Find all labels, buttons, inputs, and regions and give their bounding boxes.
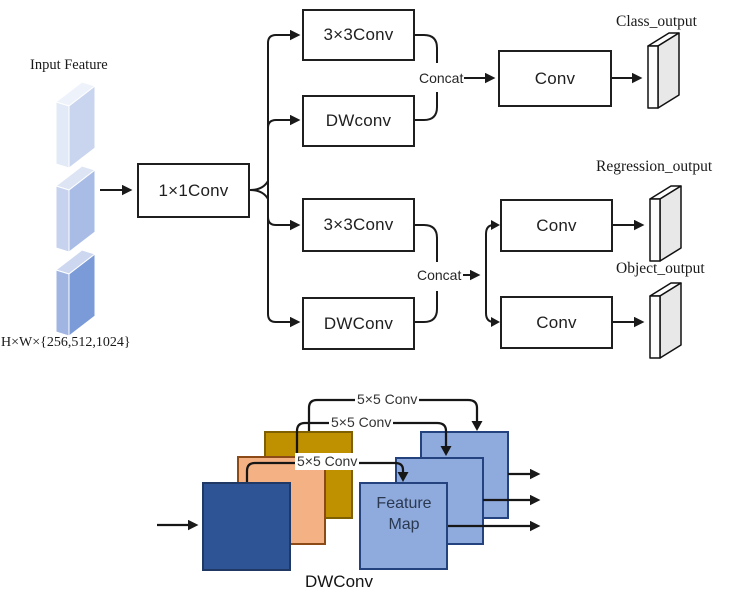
input-dims-label: H×W×{256,512,1024} (1, 335, 131, 350)
reg-dwconv-box: DWConv (302, 297, 415, 350)
dwconv-caption: DWConv (304, 572, 373, 591)
conv5x5-label-2: 5×5 Conv (329, 414, 394, 431)
reg-conv-box: Conv (500, 199, 613, 252)
object-slab-front (649, 295, 661, 359)
concat-top-label: Concat (419, 70, 464, 86)
regression-output-slab (649, 185, 682, 262)
object-output-slab (649, 282, 682, 359)
line-darkblue-to-conv3 (245, 461, 297, 482)
feature-map-line1: Feature (376, 495, 432, 512)
head-wiring (100, 29, 645, 328)
arrow-to-dwconv-bottom (267, 313, 301, 328)
conv1x1-box: 1×1Conv (137, 163, 250, 218)
regression-slab-front (649, 198, 661, 262)
class-slab-side (657, 32, 680, 109)
line-gold-to-conv1 (307, 398, 356, 431)
feature-map-square (359, 482, 448, 570)
class-slab-front (647, 45, 659, 109)
dwconv-wiring (157, 398, 541, 532)
regression-output-label: Regression_output (596, 158, 713, 175)
arrow-to-conv3x3-top (267, 29, 301, 44)
arrowhead-to-conv-regression (491, 220, 500, 230)
feature-map-label: Feature Map (361, 493, 447, 535)
line-conv1-to-back-square (412, 398, 479, 421)
reg-conv3x3-box: 3×3Conv (302, 198, 415, 252)
concat-bottom-bracket-upper (415, 224, 438, 262)
input-feature-label: Input Feature (30, 57, 108, 73)
class-output-slab (647, 32, 680, 109)
line-conv2-to-middle-square (388, 421, 448, 446)
slab1-front-face (55, 101, 70, 169)
slab3-side-face (68, 252, 96, 338)
conv5x5-label-3: 5×5 Conv (295, 453, 360, 470)
slab1-side-face (68, 84, 96, 170)
line-peach-to-conv2 (295, 421, 331, 456)
concat-bottom-label: Concat (417, 267, 462, 283)
arrowhead-into-middle-square (440, 446, 452, 456)
line-conv3-to-feature-map (354, 461, 405, 472)
arrow-to-dwconv-top (267, 114, 301, 129)
input-feature-slab-medium (54, 165, 97, 254)
class-output-label: Class_output (616, 13, 697, 30)
object-slab-side (659, 282, 682, 359)
conv5x5-label-1: 5×5 Conv (355, 391, 420, 408)
concat-top-bracket-lower (415, 92, 438, 121)
conv1x1-split-lower (249, 189, 269, 200)
cls-conv-box: Conv (498, 50, 612, 107)
feature-map-line2: Map (388, 516, 420, 533)
input-feature-slab-light (54, 81, 97, 170)
arrowhead-into-back-square (471, 421, 483, 431)
concat-bottom-bracket-lower (415, 291, 438, 323)
cls-conv3x3-box: 3×3Conv (302, 9, 415, 61)
arrow-to-conv3x3-bottom (267, 216, 301, 231)
slab2-front-face (55, 185, 70, 253)
concat-top-bracket-upper (415, 34, 438, 63)
arrowhead-into-feature-map (397, 472, 409, 482)
conv1x1-split-upper (249, 180, 269, 191)
cls-dwconv-box: DWconv (302, 95, 415, 147)
object-output-label: Object_output (616, 260, 705, 277)
regression-slab-side (659, 185, 682, 262)
obj-conv-box: Conv (500, 296, 613, 349)
arrowhead-to-conv-object (491, 317, 500, 327)
slab2-side-face (68, 168, 96, 254)
slab3-front-face (55, 269, 70, 337)
darkblue-channel-square (202, 482, 291, 571)
input-feature-slab-dark (54, 249, 97, 338)
